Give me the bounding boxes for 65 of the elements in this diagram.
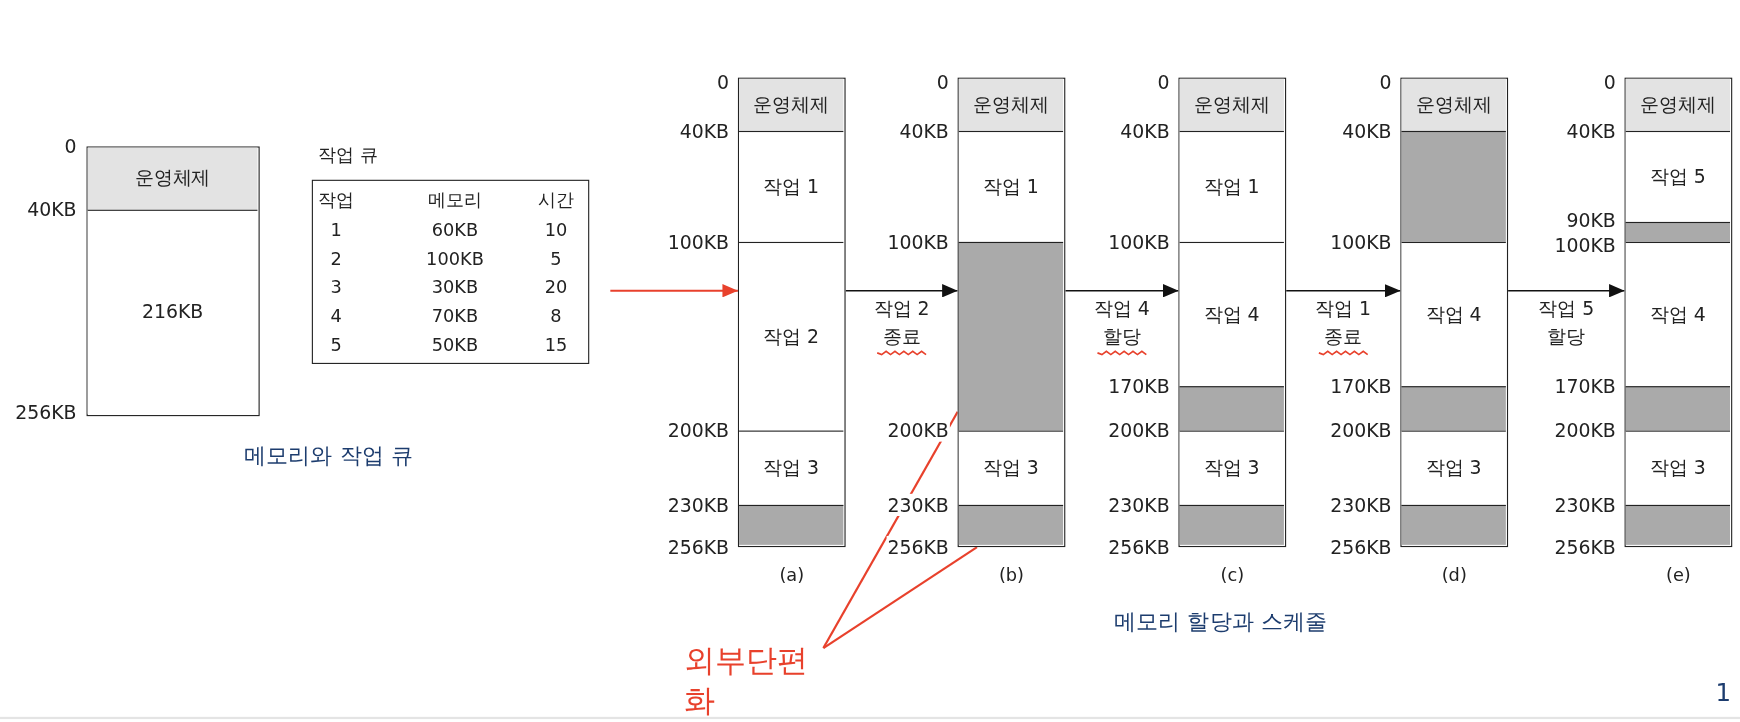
edge-label: 작업 5 할당 [1537,296,1596,350]
table-cell-text: 5 [329,334,343,357]
memory-segment: 운영체제 [958,78,1064,131]
edge-label: 작업 4 할당 [1093,296,1151,350]
table-heading: 작업 큐 [318,144,378,167]
free-block [739,504,844,545]
memory-segment: 운영체제 [1625,78,1730,131]
axis-label: 230KB [886,493,950,516]
panel-label: (a) [778,564,806,588]
table-header: 작업 [317,189,355,212]
table-cell-text: 100KB [425,248,485,271]
table-cell-text: 60KB [430,219,480,242]
free-block [1401,504,1506,545]
caption: 메모리 할당과 스케줄 [1112,607,1329,637]
memory-column [86,146,260,417]
edge-label: 작업 1 종료 [1314,296,1373,350]
memory-column [737,77,846,548]
panel-label: (e) [1665,564,1692,588]
table-cell-text: 70KB [430,305,480,328]
table-cell-text: 10 [543,219,569,242]
annotation-text: 외부단편화 [683,641,822,722]
memory-segment: 운영체제 [739,78,844,131]
free-block [1401,385,1506,430]
memory-column [1624,77,1733,548]
arrow [844,284,959,298]
memory-segment: 작업 3 [739,430,844,505]
memory-segment: 작업 2 [739,241,844,430]
arrow [1507,284,1626,298]
memory-segment: 운영체제 [1179,78,1284,131]
table-cell-text: 5 [549,248,563,271]
table-cell-text: 4 [329,305,343,328]
memory-segment: 운영체제 [87,147,258,210]
memory-column [957,77,1066,548]
arrow [610,284,738,298]
table-cell-text: 8 [549,305,563,328]
table-cell-text: 3 [329,276,343,299]
free-block [1179,385,1284,430]
memory-segment: 작업 1 [739,130,844,242]
table-cell-text: 30KB [430,276,480,299]
memory-segment: 운영체제 [1401,78,1506,131]
panel-label: (c) [1219,564,1246,588]
table-cell-text: 1 [329,219,343,242]
edge-label: 작업 2 종료 [872,296,931,350]
memory-column [1400,77,1509,548]
free-block [1179,504,1284,545]
free-block [1625,221,1730,242]
arrow [1064,284,1180,298]
free-block [958,241,1064,430]
free-block [958,504,1064,545]
table-cell-text: 2 [329,248,343,271]
leader-line [822,546,978,649]
free-block [1401,130,1506,242]
free-block [1625,385,1730,430]
table-cell-text: 15 [543,334,569,357]
caption: 메모리와 작업 큐 [242,440,415,471]
table-header: 메모리 [427,189,483,212]
table-header: 시간 [537,189,575,212]
panel-label: (b) [997,564,1026,588]
table-cell-text: 20 [543,276,569,299]
page-number: 1 [1714,678,1733,709]
memory-column [1178,77,1287,548]
panel-label: (d) [1440,564,1468,588]
arrow [1285,284,1402,298]
table-cell-text: 50KB [430,334,480,357]
free-block [1625,504,1730,545]
